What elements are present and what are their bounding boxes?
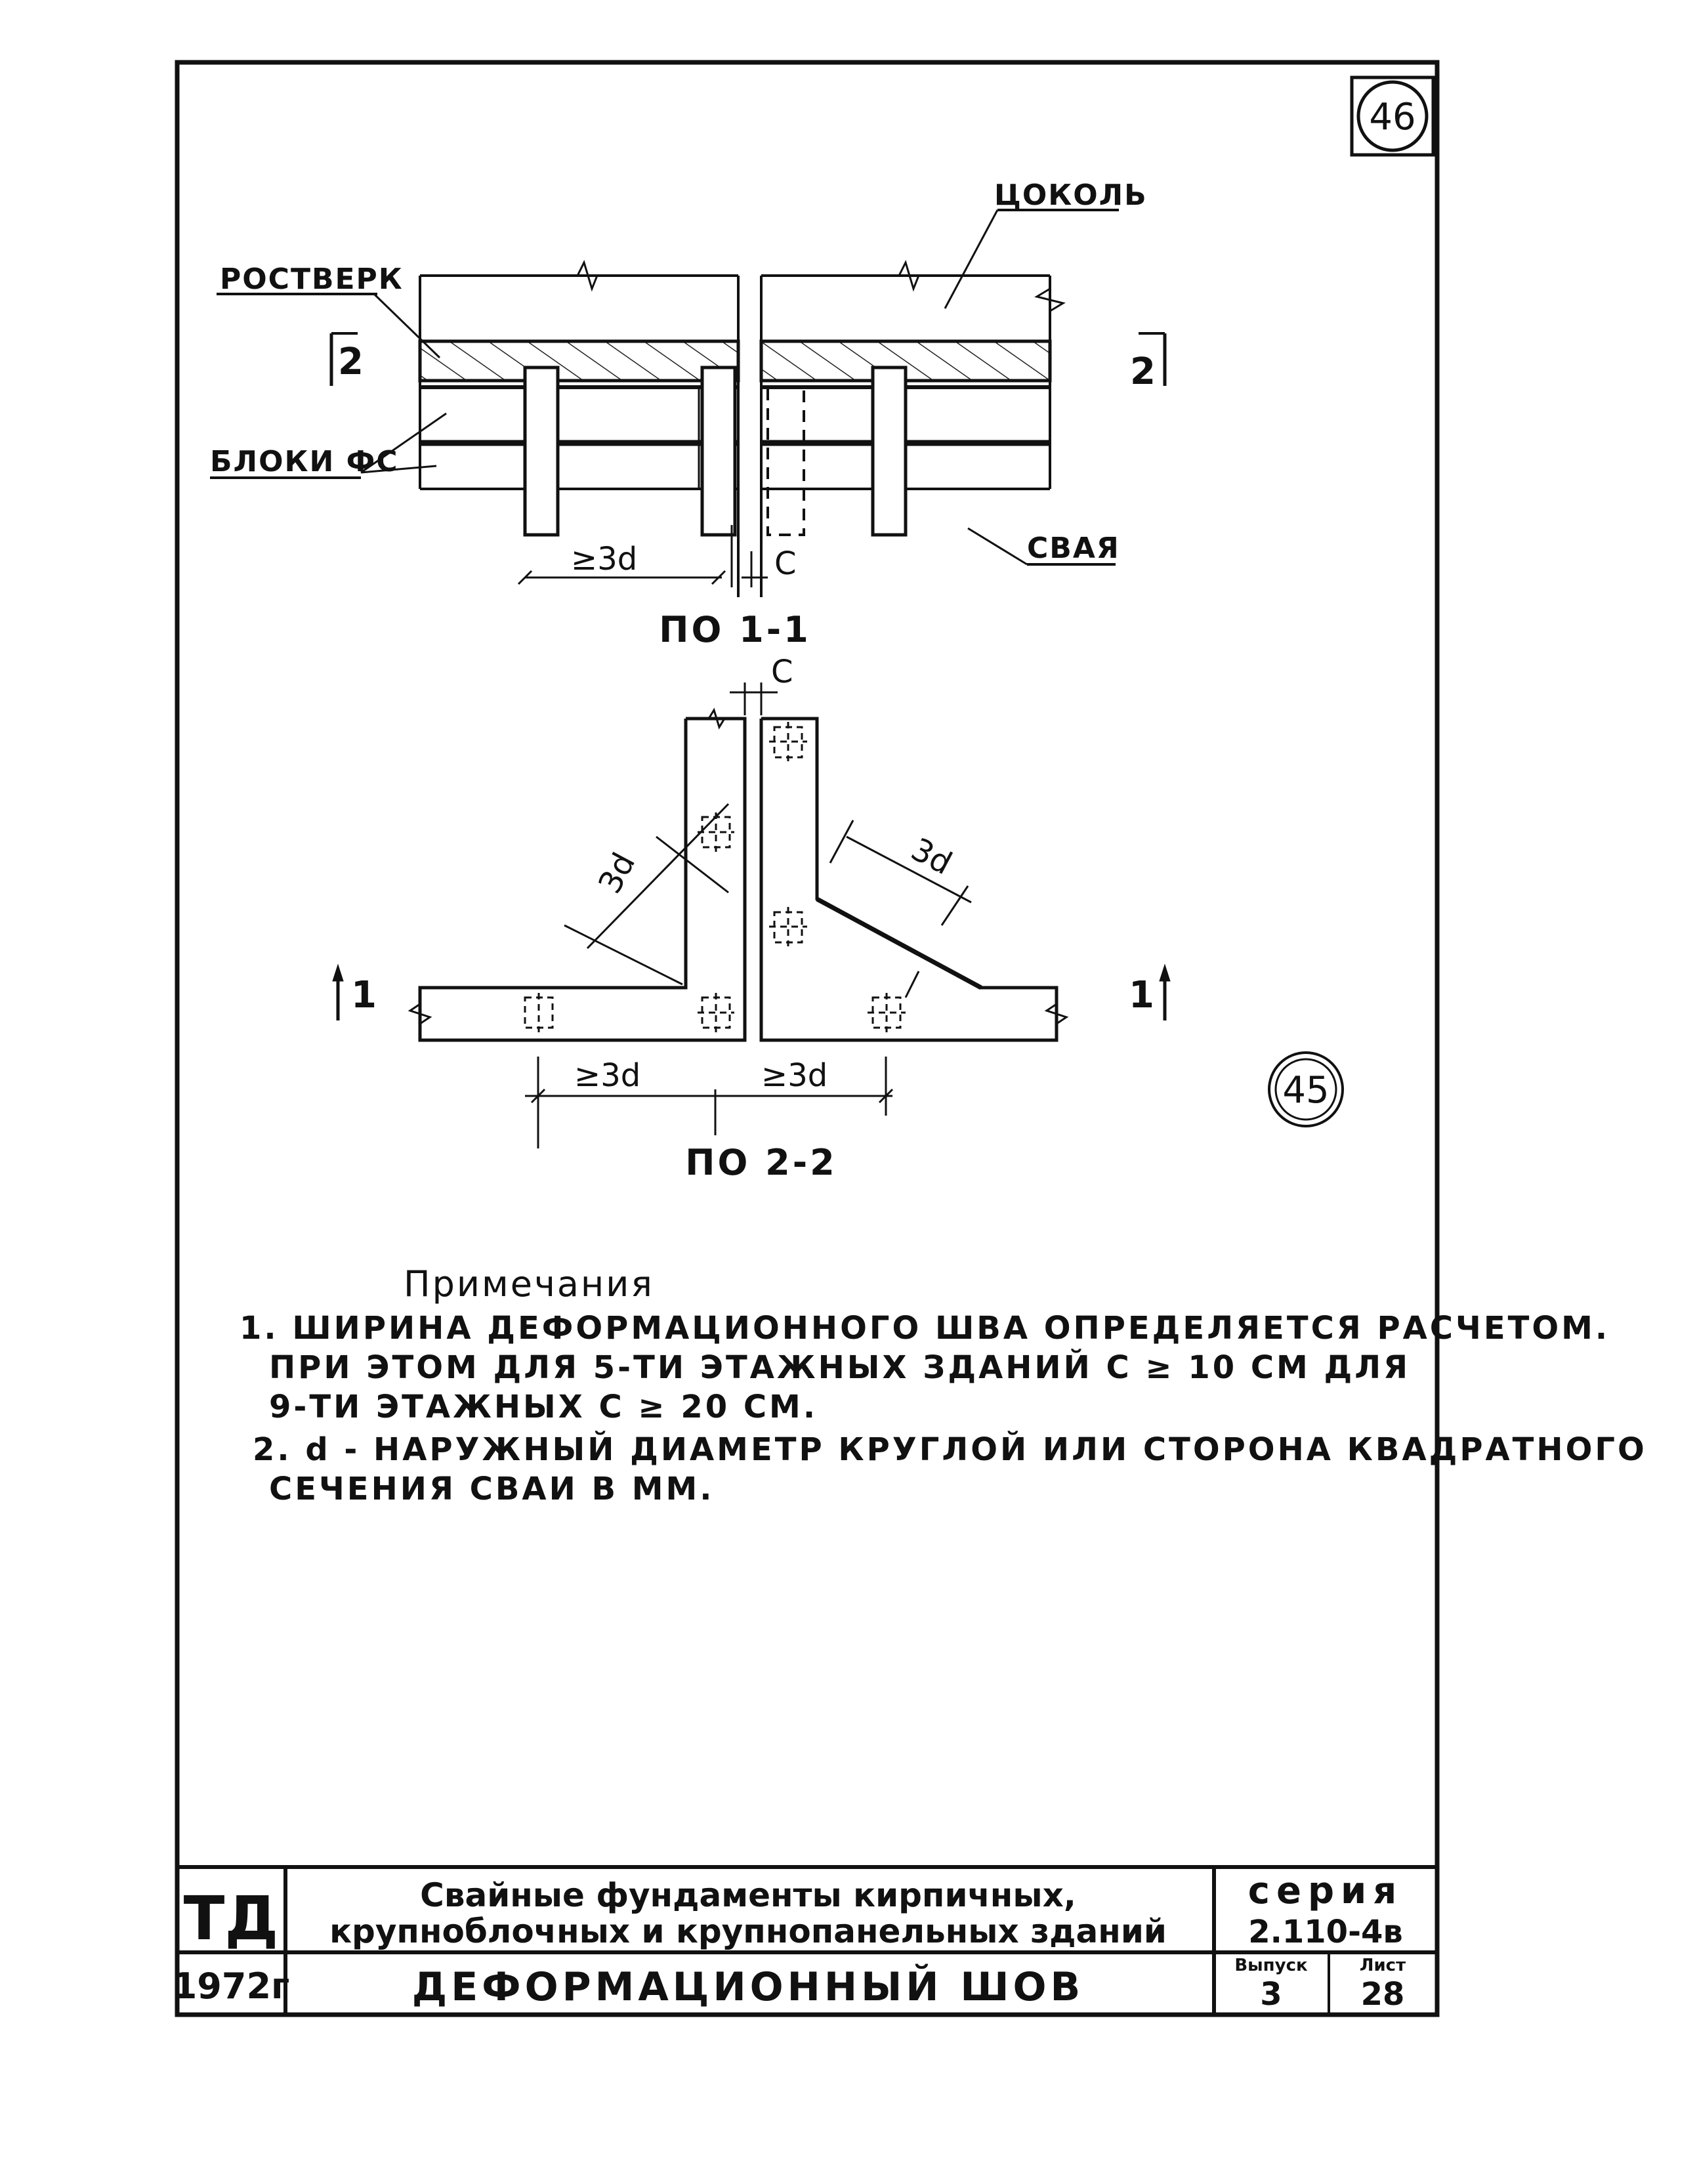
title-block-series-label: серия <box>1248 1870 1403 1912</box>
title-block-desc-1: Свайные фундаменты кирпичных, <box>420 1876 1076 1914</box>
leader-plinth <box>944 209 999 309</box>
pile-plan-2 <box>698 993 734 1032</box>
title-block <box>177 1865 1437 2015</box>
pile-1 <box>523 366 560 537</box>
pile-plan-5 <box>769 907 807 946</box>
label-grillage: РОСТВЕРК <box>220 262 404 296</box>
cut-mark-2-left: 2 <box>338 341 364 383</box>
notes: Примечания 1. ШИРИНА ДЕФОРМАЦИОННОГО ШВА… <box>240 1263 1647 1507</box>
dim-bottom-right: ≥3d <box>761 1057 828 1094</box>
leader-blocks <box>360 412 447 474</box>
sheet-frame <box>175 60 1440 2017</box>
plinth-right <box>760 259 1066 597</box>
title-block-series-code: 2.110-4в <box>1248 1914 1403 1950</box>
label-blocks: БЛОКИ ФС <box>210 445 399 478</box>
pile-plan-1 <box>698 812 734 852</box>
title-block-year: 1972г <box>173 1965 290 2007</box>
reference-circle-45-text: 45 <box>1282 1069 1329 1112</box>
title-block-title: ДЕФОРМАЦИОННЫЙ ШОВ <box>412 1963 1085 2010</box>
pile-2 <box>700 366 737 537</box>
pile-plan-3 <box>524 993 554 1032</box>
section-2-2 <box>332 682 1171 1148</box>
label-plinth: ЦОКОЛЬ <box>994 178 1148 212</box>
note-line-5: СЕЧЕНИЯ СВАИ В ММ. <box>269 1471 715 1507</box>
sheet-number-top: 46 <box>1350 75 1435 157</box>
title-block-org: ТД <box>184 1883 279 1954</box>
wall-right <box>759 717 1058 1042</box>
leader-grillage <box>373 293 441 359</box>
pile-hidden <box>766 386 805 536</box>
caption-section-1: ПО 1-1 <box>659 609 810 650</box>
section-1-1 <box>210 209 1167 597</box>
note-line-1: 1. ШИРИНА ДЕФОРМАЦИОННОГО ШВА ОПРЕДЕЛЯЕТ… <box>240 1310 1610 1347</box>
grillage-left <box>418 339 740 383</box>
wall-left <box>418 717 747 1042</box>
title-block-issue-value: 3 <box>1260 1976 1282 2013</box>
cut-mark-1-left: 1 <box>351 974 377 1017</box>
title-block-issue-label: Выпуск <box>1234 1956 1308 1975</box>
cut-mark-2-right: 2 <box>1130 350 1156 393</box>
caption-section-2: ПО 2-2 <box>685 1142 837 1183</box>
title-block-sheet-label: Лист <box>1360 1956 1406 1975</box>
label-pile: СВАЯ <box>1027 532 1120 565</box>
pile-plan-6 <box>868 993 906 1032</box>
dim-spacing-1: ≥3d <box>571 541 637 578</box>
dim-diag-left: 3d <box>591 847 642 899</box>
leader-pile <box>967 527 1028 566</box>
notes-heading: Примечания <box>404 1263 654 1305</box>
dim-gap-1: C <box>774 545 797 582</box>
note-line-4: 2. d - НАРУЖНЫЙ ДИАМЕТР КРУГЛОЙ ИЛИ СТОР… <box>253 1431 1647 1468</box>
note-line-2: ПРИ ЭТОМ ДЛЯ 5-ТИ ЭТАЖНЫХ ЗДАНИЙ С ≥ 10 … <box>269 1349 1410 1386</box>
dim-diag-right: 3d <box>905 831 957 882</box>
note-line-3: 9-ТИ ЭТАЖНЫХ С ≥ 20 СМ. <box>269 1389 818 1425</box>
pile-3 <box>871 366 908 537</box>
reference-circle-45: 45 <box>1268 1051 1344 1127</box>
cut-mark-1-right: 1 <box>1129 974 1154 1017</box>
title-block-desc-2: крупноблочных и крупнопанельных зданий <box>329 1912 1167 1950</box>
dim-line-diag-left <box>586 803 730 950</box>
dim-bottom-left: ≥3d <box>574 1057 640 1094</box>
dim-gap-2: C <box>771 654 793 690</box>
title-block-sheet-value: 28 <box>1361 1976 1405 2013</box>
pile-plan-4 <box>769 722 807 761</box>
sheet-number-top-text: 46 <box>1369 96 1415 138</box>
